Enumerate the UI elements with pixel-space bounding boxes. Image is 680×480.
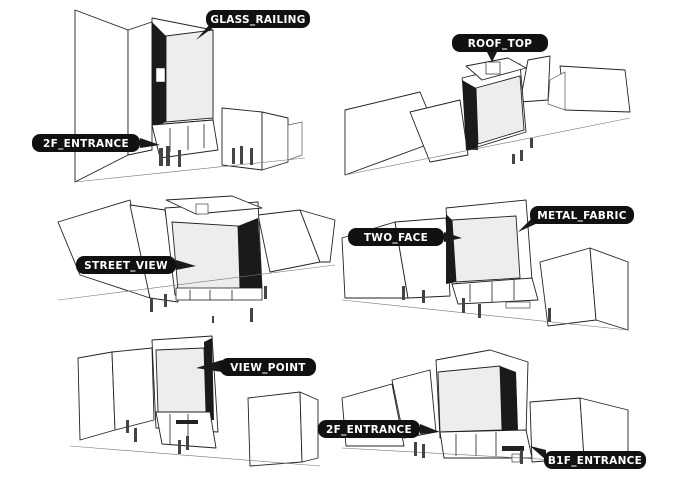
label-roof-top: ROOF_TOP [452, 34, 548, 62]
people-group [512, 138, 533, 164]
label-glass-railing: GLASS_RAILING [196, 10, 310, 40]
label-2f-entrance-top-text: 2F_ENTRANCE [43, 138, 129, 150]
label-2f-entrance-bottom-text: 2F_ENTRANCE [326, 424, 412, 436]
label-metal-fabric: METAL_FABRIC [518, 206, 634, 232]
label-2f-entrance-bottom: 2F_ENTRANCE [318, 420, 440, 438]
label-2f-entrance-top: 2F_ENTRANCE [32, 134, 160, 152]
label-glass-railing-text: GLASS_RAILING [210, 14, 305, 26]
people-group [150, 286, 267, 323]
people-group [402, 286, 551, 322]
label-metal-fabric-text: METAL_FABRIC [537, 210, 626, 222]
label-b1f-entrance: B1F_ENTRANCE [530, 446, 646, 469]
label-two-face: TWO_FACE [348, 228, 462, 246]
people-group [126, 420, 189, 454]
label-view-point-text: VIEW_POINT [230, 362, 306, 374]
panel-view-point [69, 335, 321, 467]
panel-glass-railing-view [74, 9, 306, 183]
label-roof-top-text: ROOF_TOP [468, 38, 533, 50]
panel-roof-top-view [344, 55, 631, 176]
people-group [414, 442, 523, 464]
label-street-view-text: STREET_VIEW [84, 260, 168, 272]
label-b1f-entrance-text: B1F_ENTRANCE [548, 455, 642, 467]
label-view-point: VIEW_POINT [196, 358, 316, 376]
label-street-view: STREET_VIEW [76, 256, 196, 274]
panel-entrances-view [341, 349, 629, 465]
people-group [159, 146, 253, 167]
label-two-face-text: TWO_FACE [364, 232, 428, 244]
